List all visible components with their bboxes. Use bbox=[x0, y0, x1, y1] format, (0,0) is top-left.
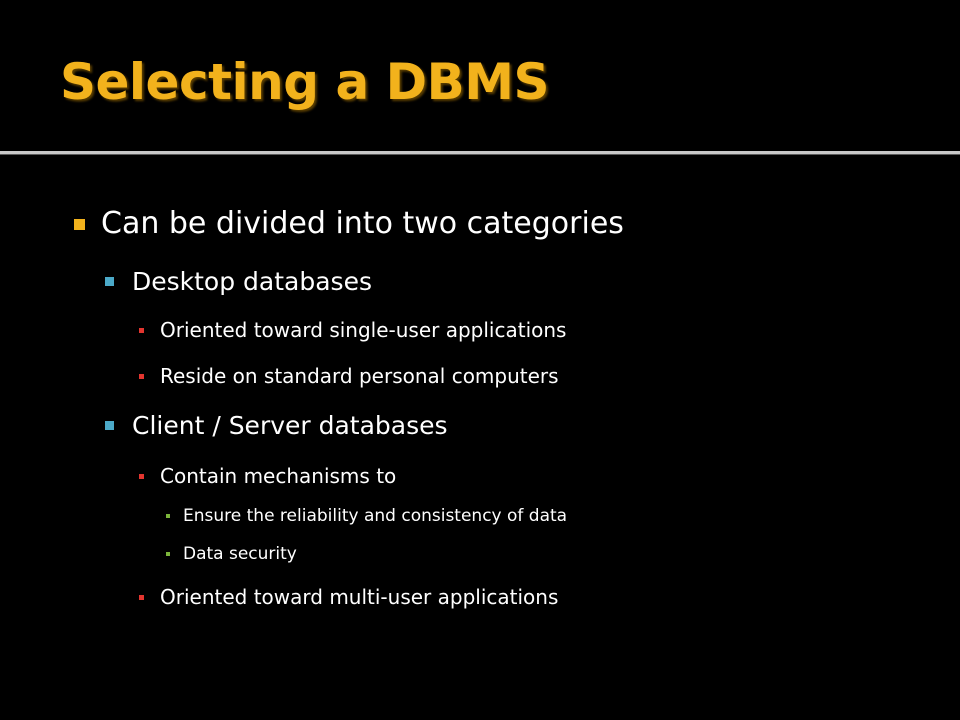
title-divider-dark bbox=[0, 154, 960, 155]
bullet-level1-categories: Can be divided into two categories bbox=[74, 200, 624, 248]
bullet-level3-multi-user: Oriented toward multi-user applications bbox=[139, 580, 558, 614]
bullet-text: Reside on standard personal computers bbox=[160, 364, 559, 388]
bullet-text: Client / Server databases bbox=[132, 410, 448, 440]
bullet-text: Can be divided into two categories bbox=[101, 206, 624, 241]
bullet-text: Oriented toward single-user applications bbox=[160, 318, 567, 342]
bullet-level2-client-server: Client / Server databases bbox=[105, 405, 448, 445]
bullet-text: Ensure the reliability and consistency o… bbox=[183, 505, 568, 526]
bullet-level3-personal-computers: Reside on standard personal computers bbox=[139, 359, 559, 393]
square-bullet-icon bbox=[139, 473, 144, 479]
title-band: Selecting a DBMS bbox=[0, 0, 960, 151]
bullet-text: Data security bbox=[183, 543, 297, 564]
bullet-text: Oriented toward multi-user applications bbox=[160, 585, 559, 609]
square-bullet-icon bbox=[74, 218, 85, 230]
square-bullet-icon bbox=[105, 276, 114, 286]
bullet-level2-desktop: Desktop databases bbox=[105, 261, 372, 301]
title-divider-light bbox=[0, 151, 960, 154]
square-bullet-icon bbox=[166, 552, 170, 556]
square-bullet-icon bbox=[166, 514, 170, 518]
square-bullet-icon bbox=[139, 373, 144, 379]
bullet-level3-single-user: Oriented toward single-user applications bbox=[139, 313, 566, 347]
square-bullet-icon bbox=[139, 594, 144, 600]
bullet-level3-mechanisms: Contain mechanisms to bbox=[139, 459, 396, 493]
bullet-level4-reliability: Ensure the reliability and consistency o… bbox=[166, 502, 567, 530]
bullet-text: Desktop databases bbox=[132, 266, 372, 296]
bullet-text: Contain mechanisms to bbox=[160, 464, 397, 488]
slide-title: Selecting a DBMS bbox=[60, 53, 549, 111]
bullet-level4-security: Data security bbox=[166, 540, 297, 568]
square-bullet-icon bbox=[105, 420, 114, 430]
square-bullet-icon bbox=[139, 327, 144, 333]
